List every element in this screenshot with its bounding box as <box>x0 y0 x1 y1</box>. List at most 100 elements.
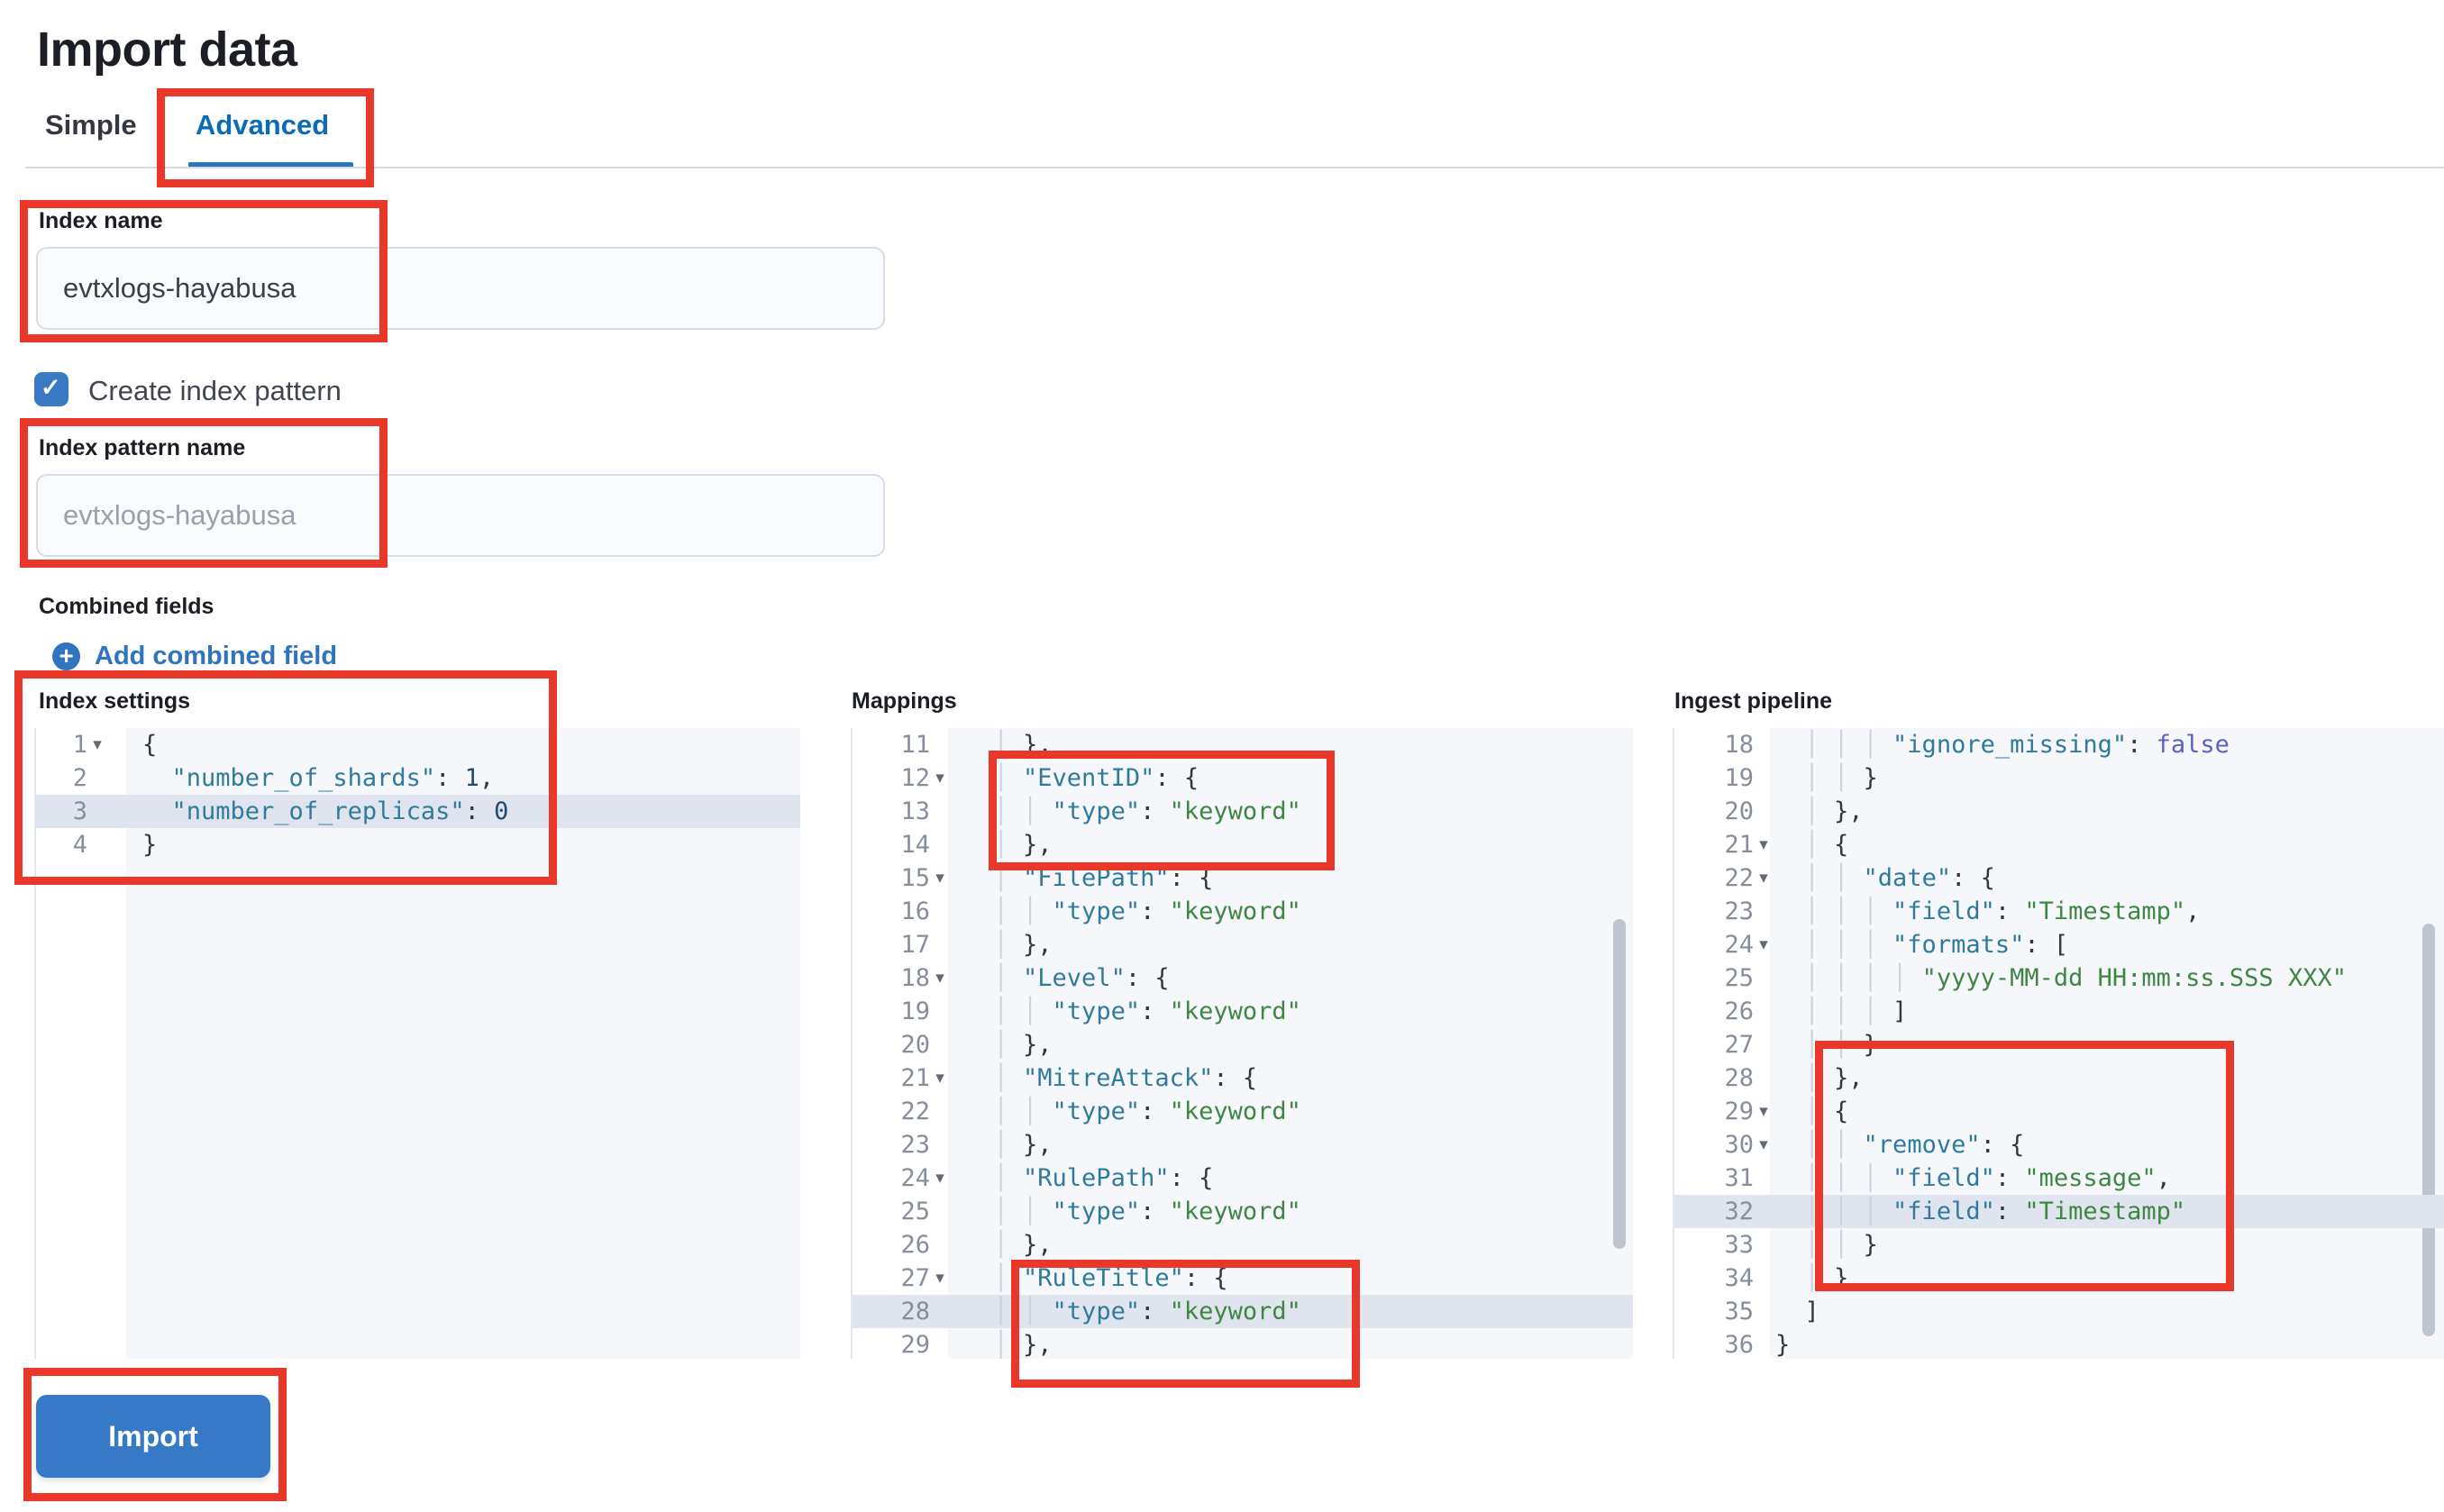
line-number: 11 <box>900 731 930 759</box>
fold-arrow-icon[interactable]: ▾ <box>1759 834 1768 854</box>
code-line[interactable]: 27▾ │ "RuleTitle": { <box>853 1262 1633 1295</box>
line-number: 25 <box>900 1198 930 1225</box>
mappings-editor[interactable]: 11 │ },12▾ │ "EventID": {13 │ │ "type": … <box>851 728 1633 1359</box>
fold-arrow-icon[interactable]: ▾ <box>1759 1101 1768 1121</box>
code-text: │ │ "type": "keyword" <box>964 797 1301 825</box>
tab-simple[interactable]: Simple <box>45 109 137 141</box>
add-combined-field-link[interactable]: Add combined field <box>52 642 337 671</box>
code-line[interactable]: 27 │ │ } <box>1674 1028 2444 1061</box>
line-number: 30 <box>1724 1131 1754 1159</box>
line-number: 18 <box>900 964 930 992</box>
fold-arrow-slot <box>1754 961 1774 995</box>
code-line[interactable]: 11 │ }, <box>853 728 1633 761</box>
index-pattern-name-input[interactable] <box>36 474 885 557</box>
code-line[interactable]: 31 │ │ │ "field": "message", <box>1674 1161 2444 1195</box>
code-line[interactable]: 28 │ │ "type": "keyword" <box>853 1295 1633 1328</box>
code-line[interactable]: 23 │ │ │ "field": "Timestamp", <box>1674 895 2444 928</box>
fold-arrow-slot <box>1754 795 1774 828</box>
fold-arrow-icon[interactable]: ▾ <box>935 968 944 988</box>
code-line[interactable]: 32 │ │ │ "field": "Timestamp" <box>1674 1195 2444 1228</box>
fold-arrow-icon[interactable]: ▾ <box>1759 1134 1768 1154</box>
line-number: 27 <box>900 1264 930 1292</box>
create-index-pattern-label: Create index pattern <box>88 375 342 406</box>
fold-arrow-icon[interactable]: ▾ <box>935 1068 944 1088</box>
code-line[interactable]: 2 "number_of_shards": 1, <box>36 761 800 795</box>
index-name-input[interactable] <box>36 247 885 330</box>
index-settings-editor[interactable]: 1▾{2 "number_of_shards": 1,3 "number_of_… <box>34 728 800 1359</box>
code-line[interactable]: 23 │ }, <box>853 1128 1633 1161</box>
code-line[interactable]: 36} <box>1674 1328 2444 1359</box>
code-line[interactable]: 17 │ }, <box>853 928 1633 961</box>
code-text: │ │ │ │ "yyyy-MM-dd HH:mm:ss.SSS XXX" <box>1775 964 2347 992</box>
code-line[interactable]: 3 "number_of_replicas": 0 <box>36 795 800 828</box>
code-line[interactable]: 29▾ │ { <box>1674 1095 2444 1128</box>
fold-arrow-slot <box>1754 895 1774 928</box>
ingest-pipeline-label: Ingest pipeline <box>1674 688 1833 714</box>
code-line[interactable]: 26 │ }, <box>853 1228 1633 1262</box>
code-line[interactable]: 19 │ │ } <box>1674 761 2444 795</box>
fold-arrow-slot <box>1754 1028 1774 1061</box>
code-line[interactable]: 19 │ │ "type": "keyword" <box>853 995 1633 1028</box>
line-number: 23 <box>900 1131 930 1159</box>
ingest-pipeline-scrollbar[interactable] <box>2422 924 2435 1336</box>
code-line[interactable]: 20 │ }, <box>1674 795 2444 828</box>
code-line[interactable]: 25 │ │ │ │ "yyyy-MM-dd HH:mm:ss.SSS XXX" <box>1674 961 2444 995</box>
fold-arrow-icon[interactable]: ▾ <box>935 1268 944 1288</box>
create-index-pattern-checkbox[interactable] <box>34 372 68 406</box>
code-line[interactable]: 24▾ │ │ │ "formats": [ <box>1674 928 2444 961</box>
code-line[interactable]: 12▾ │ "EventID": { <box>853 761 1633 795</box>
fold-arrow-icon[interactable]: ▾ <box>935 868 944 888</box>
code-line[interactable]: 22 │ │ "type": "keyword" <box>853 1095 1633 1128</box>
code-line[interactable]: 21▾ │ { <box>1674 828 2444 861</box>
code-line[interactable]: 22▾ │ │ "date": { <box>1674 861 2444 895</box>
fold-arrow-icon[interactable]: ▾ <box>93 734 102 754</box>
code-line[interactable]: 35 ] <box>1674 1295 2444 1328</box>
code-line[interactable]: 18 │ │ │ "ignore_missing": false <box>1674 728 2444 761</box>
tab-advanced[interactable]: Advanced <box>196 109 330 141</box>
code-line[interactable]: 26 │ │ │ ] <box>1674 995 2444 1028</box>
line-number: 13 <box>900 797 930 825</box>
code-line[interactable]: 30▾ │ │ "remove": { <box>1674 1128 2444 1161</box>
fold-arrow-slot <box>1754 1228 1774 1262</box>
fold-arrow-icon[interactable]: ▾ <box>935 768 944 788</box>
code-line[interactable]: 28 │ }, <box>1674 1061 2444 1095</box>
line-number: 3 <box>72 797 87 825</box>
fold-arrow-slot <box>1754 1262 1774 1295</box>
line-number: 15 <box>900 864 930 892</box>
line-number: 2 <box>72 764 87 792</box>
line-number: 18 <box>1724 731 1754 759</box>
line-number: 20 <box>900 1031 930 1059</box>
fold-arrow-slot <box>1754 1061 1774 1095</box>
code-line[interactable]: 24▾ │ "RulePath": { <box>853 1161 1633 1195</box>
fold-arrow-slot <box>930 828 950 861</box>
code-line[interactable]: 21▾ │ "MitreAttack": { <box>853 1061 1633 1095</box>
fold-arrow-icon[interactable]: ▾ <box>1759 934 1768 954</box>
mappings-scrollbar[interactable] <box>1613 919 1626 1249</box>
code-line[interactable]: 13 │ │ "type": "keyword" <box>853 795 1633 828</box>
line-number: 4 <box>72 831 87 859</box>
fold-arrow-slot <box>1754 761 1774 795</box>
code-line[interactable]: 15▾ │ "FilePath": { <box>853 861 1633 895</box>
code-line[interactable]: 33 │ │ } <box>1674 1228 2444 1262</box>
fold-arrow-icon[interactable]: ▾ <box>1759 868 1768 888</box>
code-line[interactable]: 16 │ │ "type": "keyword" <box>853 895 1633 928</box>
plus-in-circle-icon <box>52 642 80 670</box>
code-background <box>126 728 800 1359</box>
code-text: │ "RuleTitle": { <box>964 1264 1228 1292</box>
import-button[interactable]: Import <box>36 1395 270 1478</box>
code-line[interactable]: 14 │ }, <box>853 828 1633 861</box>
code-line[interactable]: 18▾ │ "Level": { <box>853 961 1633 995</box>
code-line[interactable]: 1▾{ <box>36 728 800 761</box>
fold-arrow-icon[interactable]: ▾ <box>935 1168 944 1188</box>
line-number: 19 <box>900 997 930 1025</box>
code-line[interactable]: 20 │ }, <box>853 1028 1633 1061</box>
code-line[interactable]: 4} <box>36 828 800 861</box>
fold-arrow-slot <box>930 1328 950 1359</box>
code-line[interactable]: 34 │ } <box>1674 1262 2444 1295</box>
code-line[interactable]: 25 │ │ "type": "keyword" <box>853 1195 1633 1228</box>
code-text: │ }, <box>964 831 1053 859</box>
code-line[interactable]: 29 │ }, <box>853 1328 1633 1359</box>
active-tab-underline <box>188 162 353 169</box>
code-text: │ { <box>1775 1098 1849 1125</box>
